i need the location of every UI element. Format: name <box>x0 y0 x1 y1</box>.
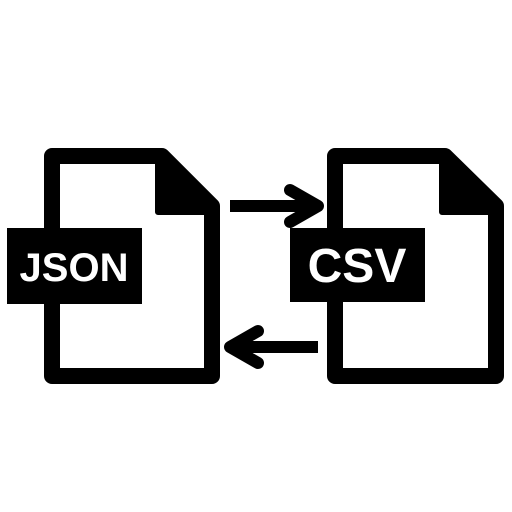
csv-file-outline <box>327 148 504 384</box>
arrow-left-head <box>224 325 264 369</box>
arrow-left-icon <box>224 325 318 369</box>
csv-label: CSV <box>308 240 407 293</box>
json-file-icon: JSON <box>7 148 220 384</box>
csv-file-icon: CSV <box>290 148 504 384</box>
csv-file-corner-fold <box>439 155 499 215</box>
arrow-right-head <box>284 184 324 228</box>
json-label: JSON <box>20 246 129 290</box>
json-file-corner-fold <box>155 155 215 215</box>
csv-label-box <box>290 228 425 302</box>
json-label-box <box>7 228 142 304</box>
arrow-right-icon <box>230 184 324 228</box>
json-file-outline <box>44 148 220 384</box>
